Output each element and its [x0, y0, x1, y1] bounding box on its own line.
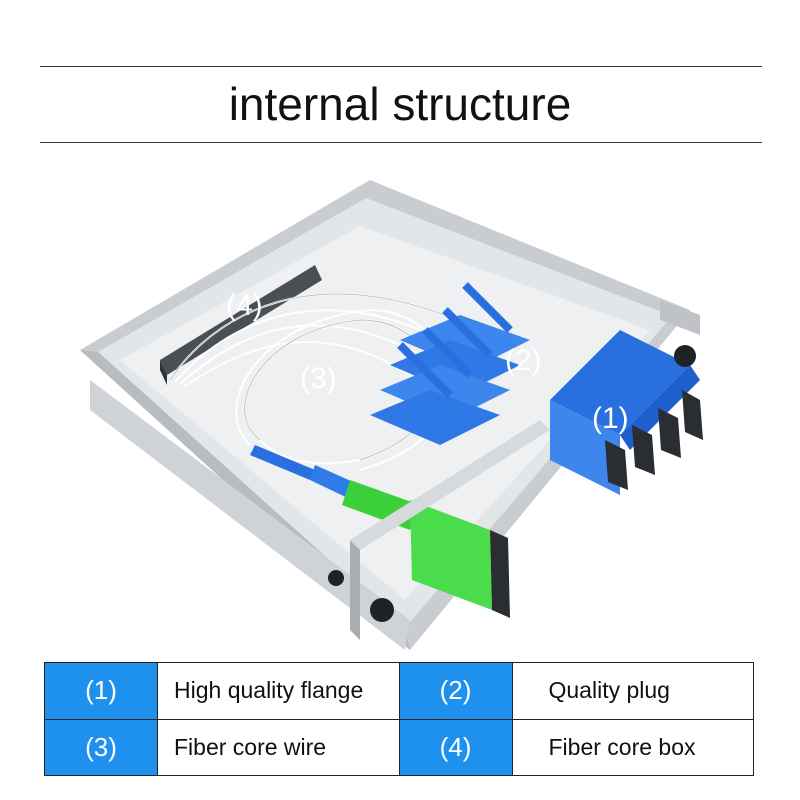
- quality-plug-group: [370, 282, 530, 445]
- thumb-screw-icon[interactable]: [674, 345, 696, 367]
- fiber-core-box: [160, 265, 322, 385]
- legend-label-flange: High quality flange: [157, 662, 400, 720]
- high-quality-flange-group: [550, 330, 703, 495]
- legend-row: (1) High quality flange (2) Quality plug: [44, 662, 754, 720]
- callout-4: (4): [226, 289, 263, 322]
- legend-num-1: (1): [44, 662, 158, 720]
- legend-label-plug: Quality plug: [511, 662, 754, 720]
- front-panel: [350, 420, 550, 640]
- legend-row: (3) Fiber core wire (4) Fiber core box: [44, 718, 754, 776]
- legend-num-4: (4): [398, 718, 513, 776]
- legend-num-2: (2): [398, 662, 513, 720]
- thumb-screw-icon[interactable]: [328, 570, 344, 586]
- legend-label-wire: Fiber core wire: [157, 718, 400, 776]
- splitter-box-illustration: (1) (2) (3) (4): [80, 180, 703, 650]
- page-title: internal structure: [228, 78, 572, 130]
- callout-3: (3): [300, 362, 337, 395]
- legend-label-box: Fiber core box: [511, 718, 754, 776]
- legend-table: (1) High quality flange (2) Quality plug…: [44, 662, 754, 776]
- title-rule-top: [40, 66, 762, 67]
- callout-1: (1): [592, 402, 629, 435]
- callout-2: (2): [505, 344, 542, 377]
- thumb-screw-icon[interactable]: [370, 598, 394, 622]
- title-rule-bottom: [40, 142, 762, 143]
- legend-num-3: (3): [44, 718, 158, 776]
